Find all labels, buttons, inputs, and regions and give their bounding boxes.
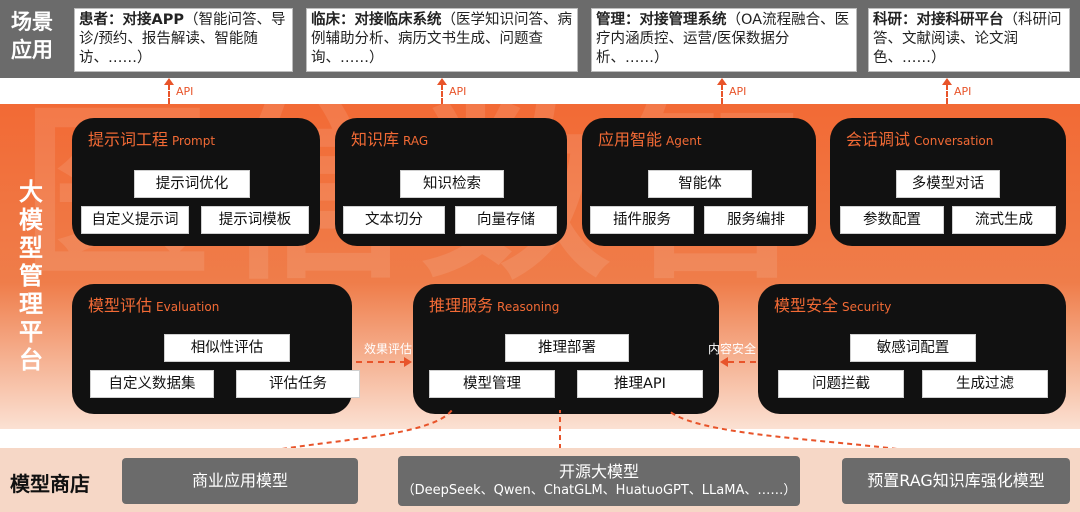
module-subtitle: RAG bbox=[403, 134, 429, 148]
scenario-card-detail: （科研问答、文献阅读、论文润色、……） bbox=[873, 12, 1062, 66]
platform-title: 大模型管理平台 bbox=[19, 178, 43, 374]
chip-similarity-eval: 相似性评估 bbox=[164, 334, 290, 362]
chip-stream-generate: 流式生成 bbox=[952, 206, 1056, 234]
api-arrow-head bbox=[437, 78, 447, 85]
chip-param-config: 参数配置 bbox=[840, 206, 944, 234]
store-item-label: 开源大模型 bbox=[558, 462, 639, 481]
scenario-card-detail: （智能问答、导诊/预约、报告解读、智能随访、……） bbox=[79, 12, 286, 66]
store-item-sub: （DeepSeek、Qwen、ChatGLM、HuatuoGPT、LLaMA、…… bbox=[401, 483, 797, 498]
flow-label-security: 内容安全 bbox=[708, 342, 757, 356]
flow-arrow-security-head bbox=[720, 357, 728, 367]
api-label: API bbox=[449, 85, 467, 98]
chip-eval-task: 评估任务 bbox=[236, 370, 360, 398]
module-subtitle: Evaluation bbox=[156, 300, 220, 314]
api-connector-line bbox=[168, 84, 170, 104]
chip-vector-store: 向量存储 bbox=[455, 206, 557, 234]
chip-prompt-template: 提示词模板 bbox=[201, 206, 309, 234]
module-subtitle: Reasoning bbox=[497, 300, 560, 314]
api-arrow-head bbox=[942, 78, 952, 85]
store-connector-right bbox=[667, 410, 951, 459]
flow-label-evaluation: 效果评估 bbox=[364, 342, 413, 356]
api-connector-line bbox=[721, 84, 723, 104]
chip-model-manage: 模型管理 bbox=[429, 370, 555, 398]
api-label: API bbox=[954, 85, 972, 98]
api-connector-line bbox=[441, 84, 443, 104]
scenario-card-clinical: 临床：对接临床系统（医学知识问答、病例辅助分析、病历文书生成、问题查询、……） bbox=[306, 8, 578, 72]
scenario-card-lead: 管理：对接管理系统 bbox=[596, 12, 727, 28]
scenario-band-title: 场景 应用 bbox=[11, 10, 53, 62]
chip-agent: 智能体 bbox=[648, 170, 752, 198]
flow-arrow-evaluation-line bbox=[356, 361, 406, 363]
api-arrow-head bbox=[717, 78, 727, 85]
chip-sensitive-words: 敏感词配置 bbox=[850, 334, 976, 362]
flow-arrow-security-line bbox=[728, 361, 756, 363]
api-label: API bbox=[729, 85, 747, 98]
scenario-card-research: 科研：对接科研平台（科研问答、文献阅读、论文润色、……） bbox=[868, 8, 1070, 72]
store-item-rag-enhanced: 预置RAG知识库强化模型 bbox=[842, 458, 1070, 504]
store-item-label: 商业应用模型 bbox=[191, 471, 288, 490]
chip-custom-prompt: 自定义提示词 bbox=[81, 206, 189, 234]
scenario-card-lead: 患者：对接APP bbox=[79, 12, 184, 28]
chip-plugin-service: 插件服务 bbox=[590, 206, 694, 234]
scenario-card-detail: （医学知识问答、病例辅助分析、病历文书生成、问题查询、……） bbox=[311, 12, 572, 66]
chip-question-intercept: 问题拦截 bbox=[778, 370, 904, 398]
api-connector-line bbox=[946, 84, 948, 104]
scenario-card-patient: 患者：对接APP（智能问答、导诊/预约、报告解读、智能随访、……） bbox=[74, 8, 293, 72]
chip-multi-model-chat: 多模型对话 bbox=[896, 170, 1000, 198]
scenario-card-management: 管理：对接管理系统（OA流程融合、医疗内涵质控、运营/医保数据分析、……） bbox=[591, 8, 857, 72]
chip-prompt-optimize: 提示词优化 bbox=[134, 170, 250, 198]
chip-knowledge-search: 知识检索 bbox=[400, 170, 504, 198]
chip-service-orchestration: 服务编排 bbox=[704, 206, 808, 234]
chip-generation-filter: 生成过滤 bbox=[922, 370, 1048, 398]
flow-arrow-evaluation-head bbox=[404, 357, 412, 367]
chip-custom-dataset: 自定义数据集 bbox=[90, 370, 214, 398]
store-item-label: 预置RAG知识库强化模型 bbox=[867, 471, 1045, 490]
store-item-commercial: 商业应用模型 bbox=[122, 458, 358, 504]
scenario-card-lead: 科研：对接科研平台 bbox=[873, 12, 1004, 28]
scenario-card-lead: 临床：对接临床系统 bbox=[311, 12, 442, 28]
store-title: 模型商店 bbox=[10, 472, 90, 496]
api-arrow-head bbox=[164, 78, 174, 85]
api-label: API bbox=[176, 85, 194, 98]
chip-text-split: 文本切分 bbox=[343, 206, 445, 234]
scenario-card-detail: （OA流程融合、医疗内涵质控、运营/医保数据分析、……） bbox=[596, 12, 850, 66]
module-subtitle: Prompt bbox=[172, 134, 216, 148]
store-item-open-source: 开源大模型 （DeepSeek、Qwen、ChatGLM、HuatuoGPT、L… bbox=[398, 456, 800, 506]
chip-inference-deploy: 推理部署 bbox=[505, 334, 629, 362]
chip-inference-api: 推理API bbox=[577, 370, 703, 398]
module-subtitle: Agent bbox=[666, 134, 702, 148]
module-subtitle: Conversation bbox=[914, 134, 994, 148]
module-subtitle: Security bbox=[842, 300, 892, 314]
